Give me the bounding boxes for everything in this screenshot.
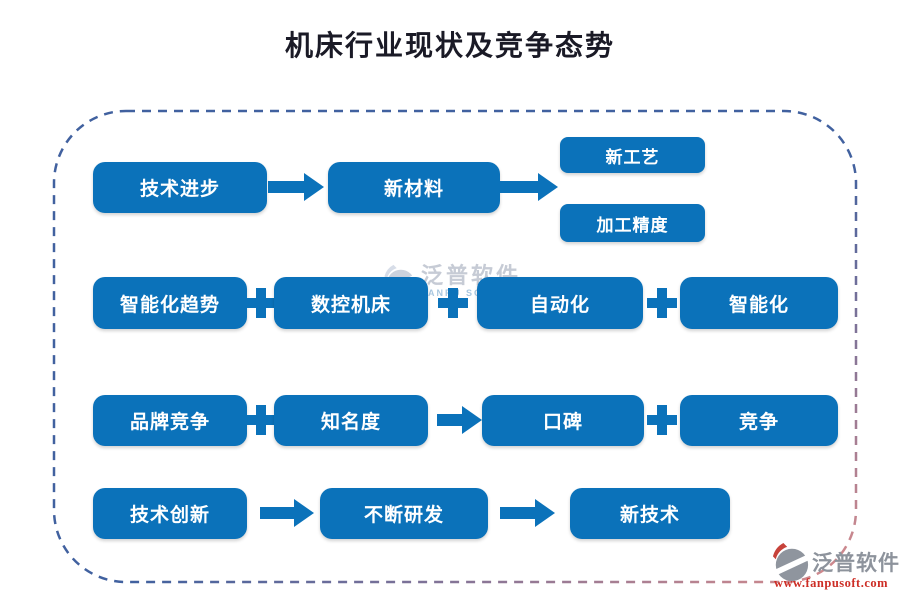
plus-icon bbox=[647, 288, 677, 318]
box-machining-precision: 加工精度 bbox=[560, 204, 705, 242]
box-tech-innovation: 技术创新 bbox=[93, 488, 247, 539]
plus-icon bbox=[246, 405, 276, 435]
plus-icon bbox=[246, 288, 276, 318]
box-intelligent-trend: 智能化趋势 bbox=[93, 277, 247, 329]
brand-name: 泛普软件 bbox=[812, 552, 900, 575]
box-new-materials: 新材料 bbox=[328, 162, 500, 213]
arrow-right-icon bbox=[268, 181, 304, 193]
plus-icon bbox=[438, 288, 468, 318]
box-tech-progress: 技术进步 bbox=[93, 162, 267, 213]
box-automation: 自动化 bbox=[477, 277, 643, 329]
brand-logo: 泛普软件 www.fanpusoft.com bbox=[768, 540, 900, 596]
box-intelligence: 智能化 bbox=[680, 277, 838, 329]
page-title: 机床行业现状及竞争态势 bbox=[284, 31, 615, 62]
box-new-technology: 新技术 bbox=[570, 488, 730, 539]
arrow-right-icon bbox=[500, 181, 538, 193]
box-awareness: 知名度 bbox=[274, 395, 428, 446]
box-competition: 竞争 bbox=[680, 395, 838, 446]
plus-icon bbox=[647, 405, 677, 435]
box-cnc-machine: 数控机床 bbox=[274, 277, 428, 329]
brand-url: www.fanpusoft.com bbox=[774, 576, 889, 590]
box-reputation: 口碑 bbox=[482, 395, 644, 446]
arrow-right-icon bbox=[260, 507, 294, 519]
box-continuous-rd: 不断研发 bbox=[320, 488, 488, 539]
box-new-process: 新工艺 bbox=[560, 137, 705, 173]
arrow-right-icon bbox=[500, 507, 535, 519]
arrow-right-icon bbox=[437, 414, 462, 426]
box-brand-competition: 品牌竞争 bbox=[93, 395, 247, 446]
